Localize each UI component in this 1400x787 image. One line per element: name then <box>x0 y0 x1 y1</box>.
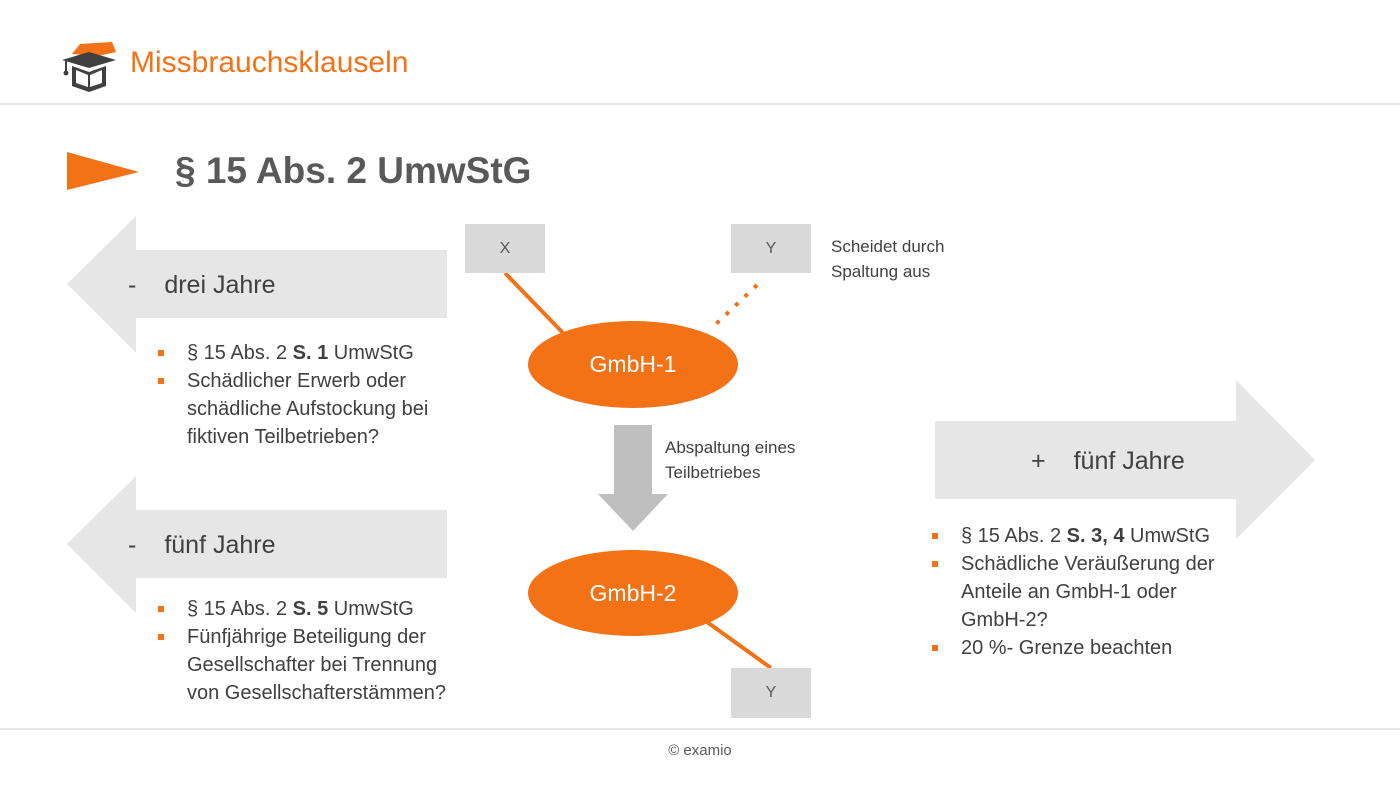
left-arrow-2-label: -fünf Jahre <box>128 531 276 560</box>
left-arrow-2-sign: - <box>128 531 137 559</box>
bullet-item: 20 %- Grenze beachten <box>932 634 1215 662</box>
bullet-item: § 15 Abs. 2 S. 1 UmwStG <box>158 339 428 367</box>
bullet-item: § 15 Abs. 2 S. 5 UmwStG <box>158 595 446 623</box>
connector-x-gmbh1 <box>503 271 567 337</box>
gmbh-2-ellipse: GmbH-2 <box>528 550 738 636</box>
connector-y-gmbh1-dotted <box>714 283 759 326</box>
title-pointer-icon <box>67 152 139 190</box>
bullet-item: § 15 Abs. 2 S. 3, 4 UmwStG <box>932 522 1215 550</box>
header-divider <box>0 103 1400 105</box>
right-arrow-text: fünf Jahre <box>1073 447 1185 475</box>
left-arrow-2-bullets: § 15 Abs. 2 S. 5 UmwStG Fünfjährige Bete… <box>158 595 446 707</box>
left-arrow-1-sign: - <box>128 271 137 299</box>
left-arrow-1-text: drei Jahre <box>164 271 276 299</box>
footer-copyright: © examio <box>668 742 732 759</box>
footer-divider <box>0 728 1400 730</box>
right-arrow-label: + fünf Jahre <box>1031 447 1185 476</box>
shareholder-y-top-box: Y <box>731 224 811 273</box>
slide-title: § 15 Abs. 2 UmwStG <box>175 150 532 191</box>
right-arrow-five-years <box>935 380 1315 539</box>
graduation-cap-book-icon <box>62 42 116 92</box>
left-arrow-2-text: fünf Jahre <box>164 531 276 559</box>
shareholder-y-bottom-box: Y <box>731 668 811 718</box>
left-arrow-1-label: -drei Jahre <box>128 271 276 300</box>
right-arrow-sign: + <box>1031 447 1046 475</box>
left-arrow-1-bullets: § 15 Abs. 2 S. 1 UmwStG Schädlicher Erwe… <box>158 339 428 451</box>
connector-gmbh2-y <box>705 620 773 670</box>
split-down-arrow <box>598 425 668 531</box>
left-arrow-three-years <box>67 216 447 353</box>
left-arrow-five-years <box>67 476 447 613</box>
gmbh-1-ellipse: GmbH-1 <box>528 321 738 408</box>
header-title: Missbrauchsklauseln <box>130 46 409 79</box>
shareholder-x-box: X <box>465 224 545 273</box>
right-arrow-bullets: § 15 Abs. 2 S. 3, 4 UmwStG Schädliche Ve… <box>932 522 1215 662</box>
